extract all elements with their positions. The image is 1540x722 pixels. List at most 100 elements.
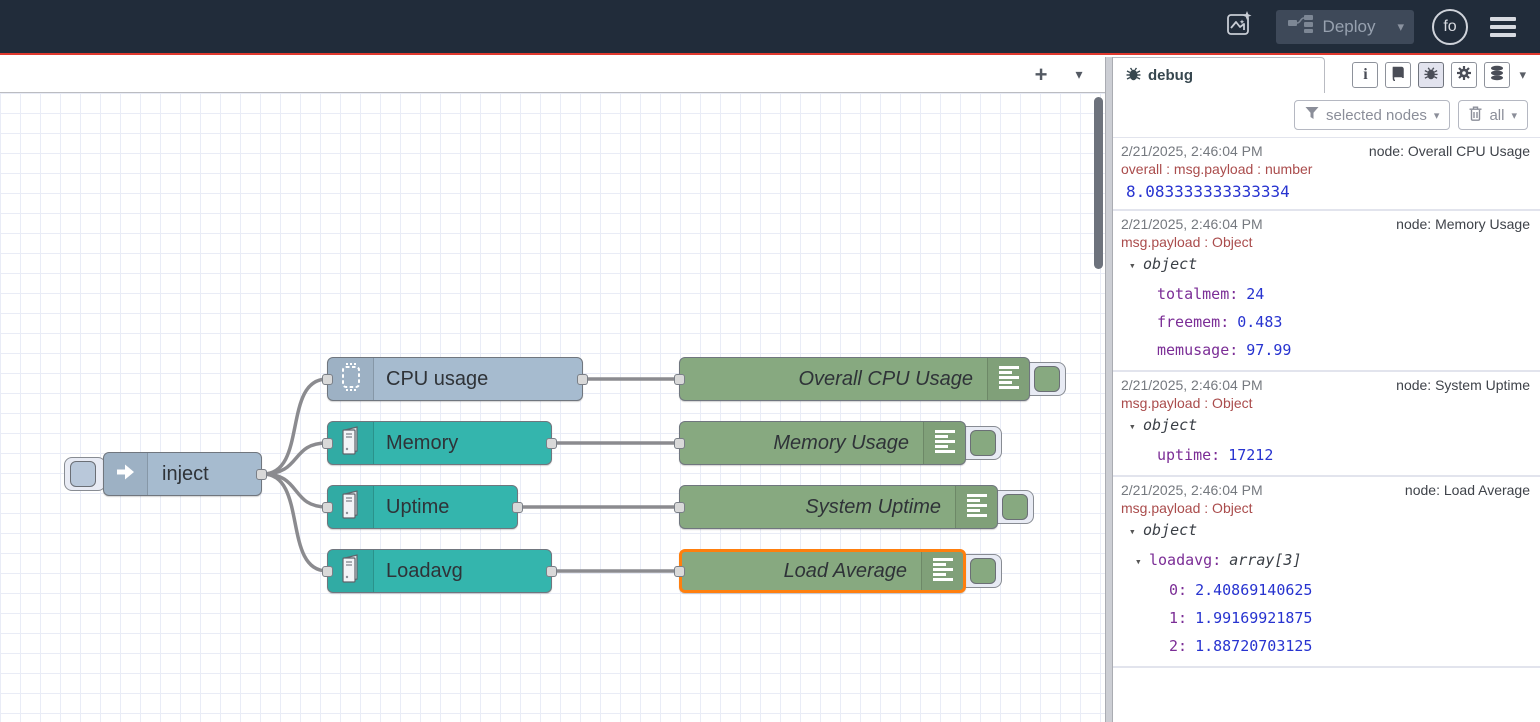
header-bar: Deploy ▾ fo xyxy=(0,0,1540,55)
message-source-node: node: Overall CPU Usage xyxy=(1369,143,1530,159)
database-icon xyxy=(1489,65,1505,86)
debug-list-icon xyxy=(931,556,955,587)
collapse-caret-icon: ▾ xyxy=(1135,548,1149,576)
input-port[interactable] xyxy=(674,438,685,449)
sidebar-tab-label: debug xyxy=(1148,67,1193,84)
message-timestamp: 2/21/2025, 2:46:04 PM xyxy=(1121,143,1263,159)
debug-list-icon xyxy=(965,492,989,523)
tab-context-button[interactable] xyxy=(1484,62,1510,88)
node-loadavg[interactable]: Loadavg xyxy=(327,549,552,593)
output-port[interactable] xyxy=(256,469,267,480)
caret-down-icon: ▾ xyxy=(1434,109,1440,122)
input-port[interactable] xyxy=(322,566,333,577)
node-debug-load-average[interactable]: Load Average xyxy=(679,549,966,593)
object-row[interactable]: ▾object xyxy=(1121,411,1530,441)
debug-clear-button[interactable]: all ▾ xyxy=(1458,100,1528,130)
debug-filter-button[interactable]: selected nodes ▾ xyxy=(1294,100,1450,130)
caret-down-icon: ▾ xyxy=(1397,19,1404,35)
flow-assistant-button[interactable] xyxy=(1222,9,1258,45)
input-port[interactable] xyxy=(674,502,685,513)
flow-tab-bar: + ▾ xyxy=(0,57,1105,93)
flow-sparkle-icon xyxy=(1225,9,1255,44)
flow-list-button[interactable]: ▾ xyxy=(1065,61,1093,89)
object-entry: totalmem:24 xyxy=(1121,280,1530,308)
inject-trigger-inner xyxy=(70,461,96,487)
node-debug-uptime[interactable]: System Uptime xyxy=(679,485,998,529)
sidebar: debug i xyxy=(1113,57,1540,722)
deploy-button[interactable]: Deploy xyxy=(1276,10,1388,44)
message-property-path: overall : msg.payload : number xyxy=(1121,161,1530,177)
canvas-vertical-scrollbar[interactable] xyxy=(1094,97,1103,269)
object-row[interactable]: ▾object xyxy=(1121,250,1530,280)
sidebar-splitter[interactable] xyxy=(1105,57,1113,722)
object-entry: memusage:97.99 xyxy=(1121,336,1530,364)
server-icon xyxy=(337,489,365,526)
message-source-node: node: Memory Usage xyxy=(1396,216,1530,232)
object-entry: uptime:17212 xyxy=(1121,441,1530,469)
caret-down-icon: ▾ xyxy=(1511,109,1517,122)
output-port[interactable] xyxy=(577,374,588,385)
node-inject[interactable]: inject xyxy=(103,452,262,496)
user-avatar[interactable]: fo xyxy=(1432,9,1468,45)
workspace: + ▾ xyxy=(0,57,1105,722)
info-icon: i xyxy=(1363,66,1367,84)
tab-config-button[interactable] xyxy=(1451,62,1477,88)
node-debug-memory[interactable]: Memory Usage xyxy=(679,421,966,465)
debug-list-icon xyxy=(997,364,1021,395)
output-port[interactable] xyxy=(546,566,557,577)
message-property-path: msg.payload : Object xyxy=(1121,500,1530,516)
deploy-options-caret[interactable]: ▾ xyxy=(1387,10,1414,44)
gear-icon xyxy=(1456,65,1472,86)
input-port[interactable] xyxy=(322,438,333,449)
trash-icon xyxy=(1469,106,1482,125)
tab-debug[interactable]: debug xyxy=(1113,57,1325,93)
node-debug-overall-cpu[interactable]: Overall CPU Usage xyxy=(679,357,1030,401)
input-port[interactable] xyxy=(674,566,685,577)
object-type-label: object xyxy=(1143,416,1197,434)
debug-message-list[interactable]: 2/21/2025, 2:46:04 PM node: Overall CPU … xyxy=(1113,137,1540,722)
node-label: Load Average xyxy=(682,560,921,583)
debug-filter-label: selected nodes xyxy=(1326,107,1427,124)
message-value: 8.083333333333334 xyxy=(1121,177,1530,203)
node-label: Overall CPU Usage xyxy=(680,368,987,391)
message-source-node: node: Load Average xyxy=(1405,482,1530,498)
inject-trigger-button[interactable] xyxy=(64,457,106,491)
node-label: Memory xyxy=(374,432,551,455)
node-cpu-usage[interactable]: CPU usage xyxy=(327,357,583,401)
caret-down-icon: ▾ xyxy=(1519,67,1526,82)
message-timestamp: 2/21/2025, 2:46:04 PM xyxy=(1121,377,1263,393)
message-property-path: msg.payload : Object xyxy=(1121,234,1530,250)
object-row[interactable]: ▾object xyxy=(1121,516,1530,546)
flow-canvas[interactable]: inject CPU usage xyxy=(0,93,1105,722)
node-memory[interactable]: Memory xyxy=(327,421,552,465)
array-row[interactable]: ▾loadavg:array[3] xyxy=(1121,546,1530,576)
input-port[interactable] xyxy=(674,374,685,385)
node-uptime[interactable]: Uptime xyxy=(327,485,518,529)
message-source-node: node: System Uptime xyxy=(1396,377,1530,393)
bug-icon xyxy=(1125,65,1142,87)
debug-message: 2/21/2025, 2:46:04 PM node: Memory Usage… xyxy=(1113,211,1540,372)
tab-debug-button[interactable] xyxy=(1418,62,1444,88)
hamburger-icon xyxy=(1490,17,1516,21)
plus-icon: + xyxy=(1035,62,1048,88)
tab-help-button[interactable] xyxy=(1385,62,1411,88)
book-icon xyxy=(1390,65,1406,86)
main-menu-button[interactable] xyxy=(1486,13,1520,41)
tab-info-button[interactable]: i xyxy=(1352,62,1378,88)
input-port[interactable] xyxy=(322,502,333,513)
object-type-label: object xyxy=(1143,255,1197,273)
sidebar-toolbar: i xyxy=(1325,62,1540,88)
sidebar-tabs-overflow-caret[interactable]: ▾ xyxy=(1517,67,1528,83)
input-port[interactable] xyxy=(322,374,333,385)
output-port[interactable] xyxy=(546,438,557,449)
debug-clear-label: all xyxy=(1489,107,1504,124)
add-flow-button[interactable]: + xyxy=(1027,61,1055,89)
object-entry: freemem:0.483 xyxy=(1121,308,1530,336)
output-port[interactable] xyxy=(512,502,523,513)
deploy-button-group: Deploy ▾ xyxy=(1276,10,1414,44)
debug-message: 2/21/2025, 2:46:04 PM node: System Uptim… xyxy=(1113,372,1540,477)
node-label: System Uptime xyxy=(680,496,955,519)
array-entry: 1:1.99169921875 xyxy=(1121,604,1530,632)
user-initials: fo xyxy=(1443,18,1456,36)
wire-inject-uptime xyxy=(263,474,327,507)
